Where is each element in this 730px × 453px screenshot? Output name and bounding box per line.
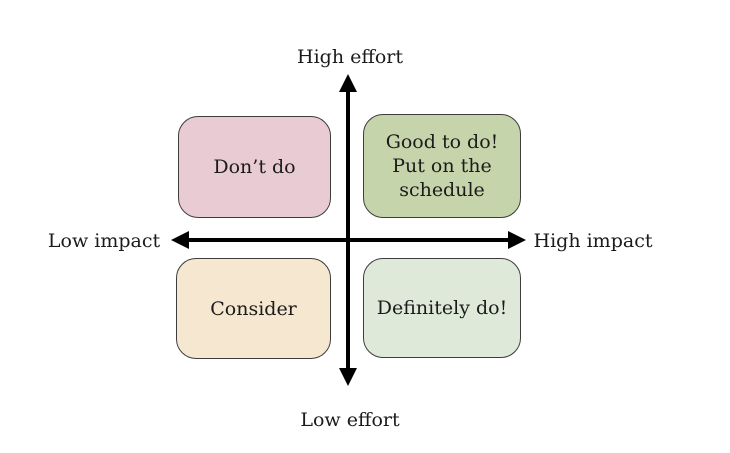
horizontal-axis-arrow xyxy=(171,231,526,249)
quadrant-good-to-do-label: Good to do! Put on the schedule xyxy=(385,131,499,201)
arrowhead-down-icon xyxy=(339,368,357,386)
quadrant-definitely-do: Definitely do! xyxy=(363,258,521,358)
quadrant-dont-do-label: Don’t do xyxy=(213,156,296,178)
quadrant-dont-do: Don’t do xyxy=(178,116,331,218)
axis-label-low-effort: Low effort xyxy=(300,409,400,431)
arrowhead-right-icon xyxy=(508,231,526,249)
arrowhead-left-icon xyxy=(171,231,189,249)
axis-label-low-impact: Low impact xyxy=(47,230,161,252)
axis-label-high-impact: High impact xyxy=(533,230,653,252)
quadrant-consider: Consider xyxy=(176,258,331,359)
quadrant-good-to-do: Good to do! Put on the schedule xyxy=(363,114,521,218)
arrowhead-up-icon xyxy=(339,74,357,92)
quadrant-consider-label: Consider xyxy=(210,297,297,320)
vertical-axis-arrow xyxy=(339,74,357,386)
axis-label-high-effort: High effort xyxy=(297,46,403,68)
quadrant-definitely-do-label: Definitely do! xyxy=(376,297,508,319)
